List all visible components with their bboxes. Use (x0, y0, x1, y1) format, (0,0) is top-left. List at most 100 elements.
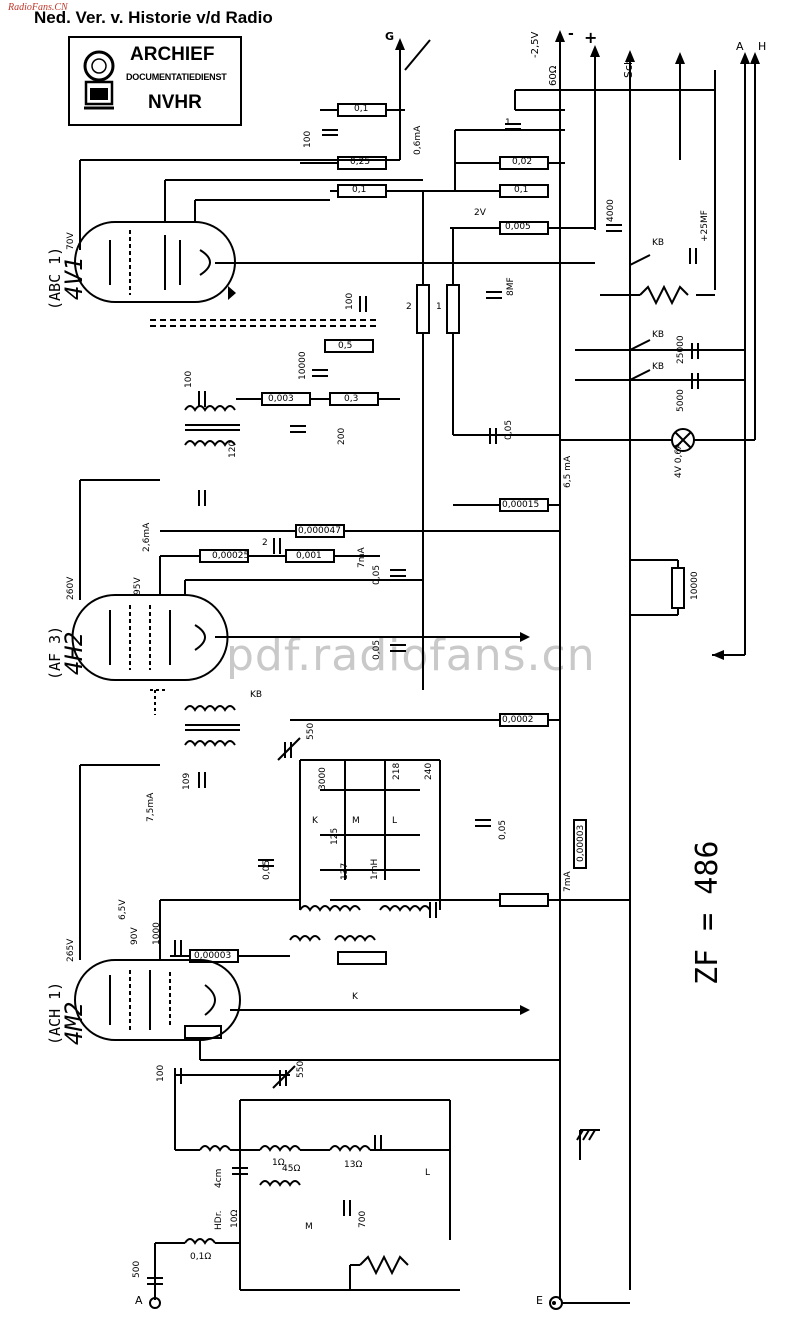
r-01b: 0,1 (352, 185, 367, 195)
terminal-e: E (536, 1294, 543, 1307)
r-001: 0,001 (296, 551, 322, 561)
switch-m-2: M (305, 1222, 313, 1232)
r-00002: 0,0002 (502, 715, 534, 725)
r-10000: 10000 (690, 571, 700, 600)
r-01a: 0,1 (354, 104, 369, 114)
c-500: 500 (132, 1260, 142, 1278)
c-109: 109 (182, 772, 192, 790)
tube-4h2-envelope (71, 594, 229, 681)
voltage-65v: 6,5V (118, 899, 128, 920)
c-137: 137 (340, 862, 350, 880)
c-10000: 10000 (298, 351, 308, 380)
c-25000: 25000 (676, 335, 686, 364)
r-1: 1 (436, 302, 442, 312)
hdr-label: HDr. (214, 1210, 224, 1230)
label-60ohm: 60Ω (548, 65, 559, 86)
current-26ma: 2,6mA (142, 522, 152, 552)
voltage-90v: 90V (130, 927, 140, 945)
terminal-h: H (758, 40, 767, 53)
terminal-a: A (736, 40, 744, 53)
current-06ma: 0,6mA (413, 125, 423, 155)
r-01d: 0,1Ω (190, 1252, 212, 1262)
current-65ma: 6,5 mA (563, 455, 573, 488)
terminal-g: G (385, 30, 395, 43)
c-1: 1 (505, 118, 511, 128)
c-200: 200 (337, 427, 347, 445)
switch-k-1: K (312, 816, 318, 826)
c-005-d: 0,05 (262, 859, 272, 880)
current-75ma: 7,5mA (146, 792, 156, 822)
terminal-antenna: A (135, 1294, 143, 1307)
r-45: 45Ω (282, 1164, 301, 1174)
c-005-b: 0,05 (372, 639, 382, 660)
archive-stamp: ARCHIEF DOCUMENTATIEDIENST NVHR (68, 36, 242, 126)
c-550-b: 550 (296, 1060, 306, 1078)
r-13: 13Ω (344, 1160, 363, 1170)
r-00025: 0,00025 (212, 551, 250, 561)
c-005: 0,05 (504, 419, 514, 440)
switch-l-1: L (392, 816, 398, 826)
r-1: 1Ω (272, 1158, 285, 1168)
c-1mh: 1mH (370, 858, 380, 880)
r-025: 0,25 (350, 157, 371, 167)
current-7ma: 7mA (357, 547, 367, 568)
c-5000: 5000 (676, 389, 686, 412)
c-700: 700 (358, 1210, 368, 1228)
voltage-265v: 265V (66, 938, 76, 962)
label-minus25: -2,5V (530, 31, 541, 58)
c-100t: 100 (184, 370, 194, 388)
c-120: 120 (228, 440, 238, 458)
stamp-nvhr: NVHR (148, 92, 202, 113)
r-0005: 0,005 (505, 222, 531, 232)
zf-label: ZF = 486 (690, 840, 725, 986)
switch-kb-3: KB (652, 362, 665, 372)
c-2: 2 (262, 538, 268, 548)
tube-4v1-envelope (74, 221, 236, 303)
switch-k-2: K (352, 992, 358, 1002)
voltage-2v: 2V (474, 208, 486, 218)
c-005-c: 0,05 (498, 819, 508, 840)
c-3000: 3000 (318, 767, 328, 790)
switch-m-1: M (352, 816, 360, 826)
r-01c: 0,1 (514, 185, 529, 195)
tube-4m2-name: 4M2 (60, 1001, 88, 1045)
page-title: Ned. Ver. v. Historie v/d Radio (34, 8, 273, 27)
capacitors (147, 123, 699, 1285)
stamp-documentatiedienst: DOCUMENTATIEDIENST (126, 72, 227, 82)
stamp-archief: ARCHIEF (130, 44, 215, 65)
nvhr-radio-logo (83, 50, 115, 110)
c-125: 125 (330, 827, 340, 845)
r-00003: 0,00003 (576, 824, 586, 862)
lamp-label: 4V 0,6A (674, 442, 684, 478)
r-10: 10Ω (230, 1209, 240, 1228)
terminal-plus: + (584, 28, 598, 47)
c-4000: 4000 (606, 199, 616, 222)
switch-l-2: L (425, 1168, 431, 1178)
switch-kb-2: KB (652, 330, 665, 340)
r-05: 0,5 (338, 341, 353, 351)
c-100b: 100 (345, 292, 355, 310)
terminal-sch: Sch (622, 57, 635, 78)
tube-4h2-name: 4H2 (60, 631, 88, 675)
c-218: 218 (392, 762, 402, 780)
voltage-70v: 70V (66, 232, 76, 250)
c-100-c: 100 (156, 1064, 166, 1082)
switch-kb-4: KB (250, 690, 263, 700)
r-03: 0,3 (344, 394, 359, 404)
r-00003-b: 0,00003 (194, 951, 232, 961)
c-25mf: +25MF (700, 210, 710, 242)
c-005-a: 0,05 (372, 564, 382, 585)
c-100: 100 (303, 130, 313, 148)
terminal-minus: - (568, 26, 574, 42)
r-000047: 0,000047 (298, 526, 341, 536)
voltage-95v: 95V (133, 577, 143, 595)
switch-kb-1: KB (652, 238, 665, 248)
r-2: 2 (406, 302, 412, 312)
r-002: 0,02 (512, 157, 533, 167)
c-4cm: 4cm (214, 1168, 224, 1188)
c-8mf: 8MF (506, 277, 516, 296)
c-1000: 1000 (152, 922, 162, 945)
r-0003: 0,003 (268, 394, 294, 404)
r-00015: 0,00015 (502, 500, 540, 510)
